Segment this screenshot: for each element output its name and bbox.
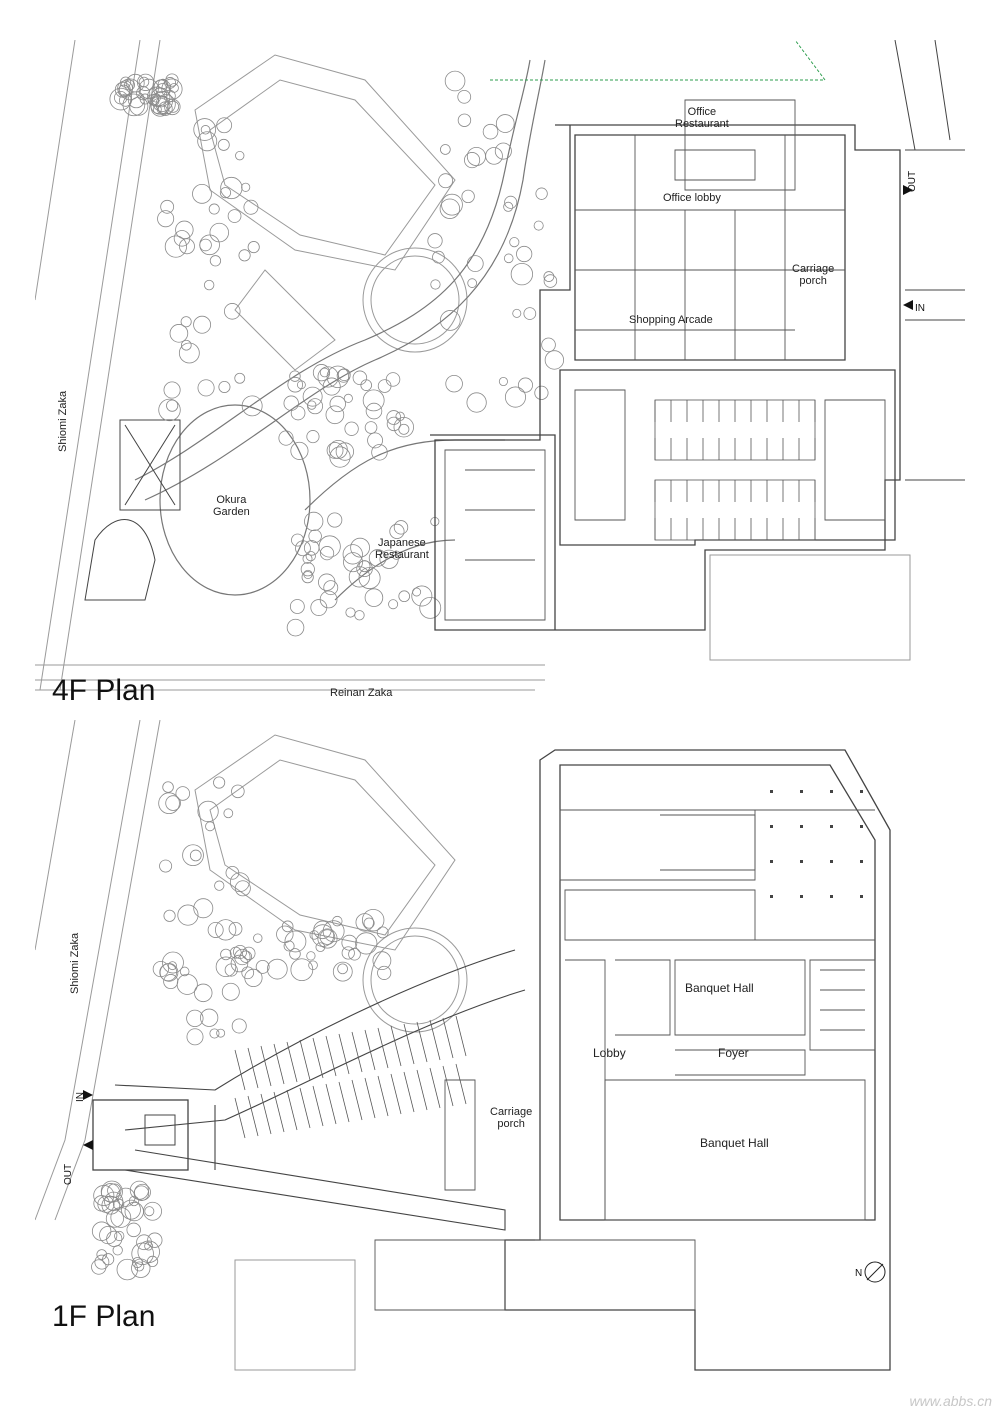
label-okura-garden: Okura Garden: [213, 494, 250, 518]
label-japanese-restaurant: Japanese Restaurant: [375, 537, 429, 561]
label-office-restaurant: Office Restaurant: [675, 106, 729, 130]
label-carriage-porch-4f: Carriage porch: [792, 263, 835, 287]
arrow-in-4f: IN: [915, 303, 925, 314]
label-lobby: Lobby: [593, 1046, 626, 1060]
arrow-in-1f: IN: [75, 1092, 86, 1102]
watermark-text: www.abbs.cn: [909, 1393, 992, 1409]
street-shiomi-zaka-4f: Shiomi Zaka: [57, 390, 69, 452]
label-carriage-porch-1f: Carriage porch: [490, 1106, 533, 1130]
plan-4f-drawing: [35, 40, 965, 691]
street-shiomi-zaka-1f: Shiomi Zaka: [69, 932, 81, 994]
arrow-out-1f: OUT: [63, 1163, 74, 1185]
label-shopping-arcade: Shopping Arcade: [629, 314, 713, 326]
label-banquet-hall-small: Banquet Hall: [685, 981, 754, 995]
plan-1f-panel: Banquet Hall Lobby Foyer Carriage porch …: [35, 720, 965, 1380]
plan-title-1f: 1F Plan: [52, 1300, 156, 1333]
plan-4f-panel: Office Restaurant Office lobby Carriage …: [35, 40, 965, 720]
arrow-out-4f: OUT: [907, 170, 918, 192]
north-label: N: [855, 1268, 863, 1279]
plan-title-4f: 4F Plan: [52, 674, 156, 707]
label-banquet-hall-large: Banquet Hall: [700, 1136, 769, 1150]
label-office-lobby: Office lobby: [663, 192, 721, 204]
label-foyer: Foyer: [718, 1046, 749, 1060]
street-reinan-zaka: Reinan Zaka: [330, 687, 393, 699]
plan-1f-drawing: [35, 720, 891, 1371]
